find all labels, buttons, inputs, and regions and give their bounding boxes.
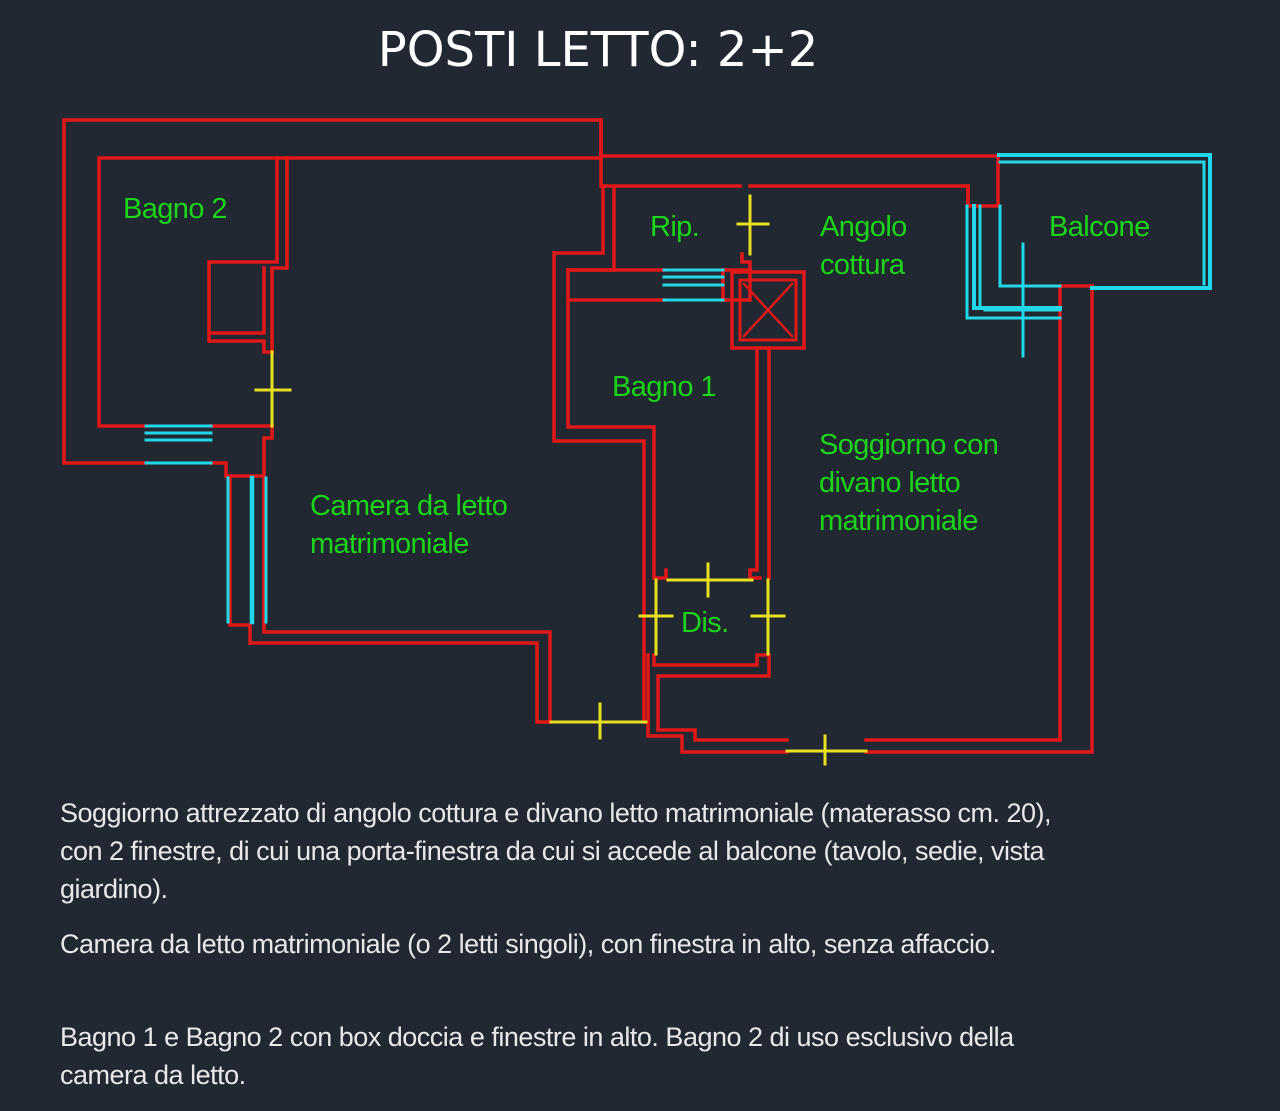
description-soggiorno: Soggiorno attrezzato di angolo cottura e…: [60, 798, 1052, 904]
windows: [144, 153, 1212, 625]
description-camera: Camera da letto matrimoniale (o 2 letti …: [60, 929, 996, 959]
walls: [62, 118, 1094, 754]
room-label-bagno-1: Bagno 1: [612, 371, 716, 403]
room-label-balcone: Balcone: [1049, 211, 1150, 243]
description-bagni: Bagno 1 e Bagno 2 con box doccia e fines…: [60, 1022, 1014, 1090]
page-title: POSTI LETTO: 2+2: [377, 22, 819, 78]
doors: [254, 194, 868, 766]
room-label-ripostiglio: Rip.: [650, 211, 700, 243]
room-label-camera: Camera da letto matrimoniale: [310, 490, 508, 560]
room-label-disimpegno: Dis.: [681, 607, 729, 639]
room-label-soggiorno: Soggiorno con divano letto matrimoniale: [819, 429, 999, 537]
floor-plan: [62, 118, 1212, 766]
room-label-bagno-2: Bagno 2: [123, 193, 227, 225]
room-label-angolo-cottura: Angolo cottura: [820, 211, 907, 281]
